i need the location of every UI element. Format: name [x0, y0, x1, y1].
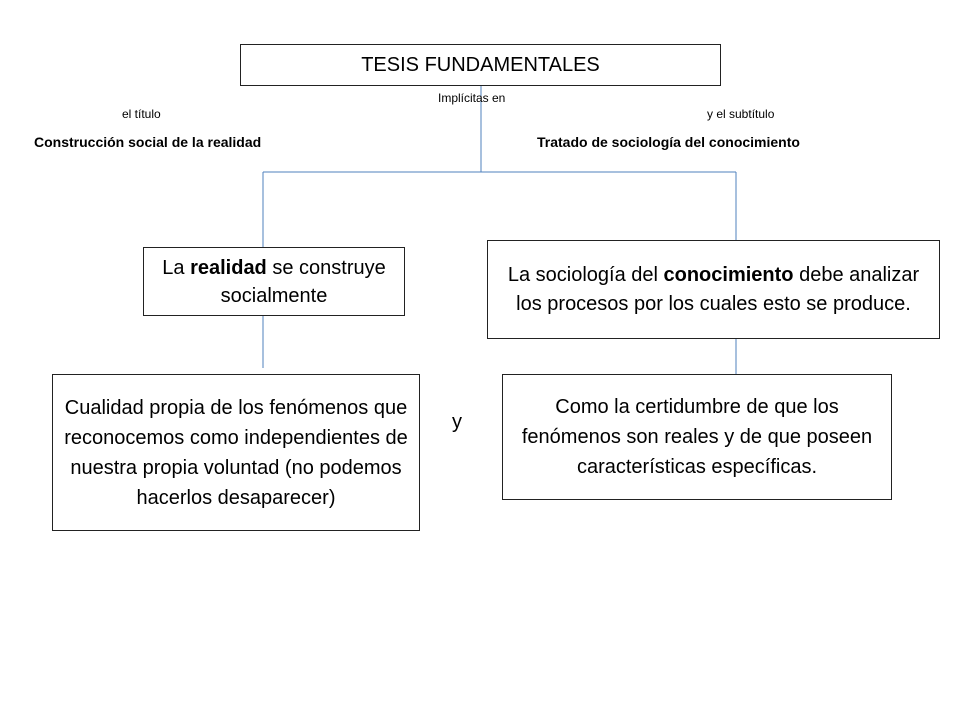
right-thesis-box: La sociología del conocimiento debe anal…: [487, 240, 940, 339]
left-thesis-box: La realidad se construye socialmente: [143, 247, 405, 316]
title-label: el título: [122, 107, 161, 121]
title-value: Construcción social de la realidad: [34, 134, 262, 150]
left-thesis-text: La realidad se construye socialmente: [162, 256, 386, 307]
connector-label: Implícitas en: [438, 91, 506, 105]
root-text: TESIS FUNDAMENTALES: [361, 53, 600, 76]
root-box: TESIS FUNDAMENTALES: [240, 44, 721, 86]
right-explanation-text: Como la certidumbre de que los fenómenos…: [521, 396, 873, 478]
right-explanation-box: Como la certidumbre de que los fenómenos…: [502, 374, 892, 500]
right-thesis-text: La sociología del conocimiento debe anal…: [507, 263, 920, 315]
subtitle-value: Tratado de sociología del conocimiento: [537, 134, 800, 150]
left-explanation-text: Cualidad propia de los fenómenos que rec…: [64, 396, 408, 509]
realidad-emphasis: realidad: [190, 256, 267, 279]
left-explanation-box: Cualidad propia de los fenómenos que rec…: [52, 374, 420, 531]
conocimiento-emphasis: conocimiento: [663, 263, 794, 286]
subtitle-label: y el subtítulo: [707, 107, 775, 121]
conjunction-y: y: [452, 411, 462, 433]
